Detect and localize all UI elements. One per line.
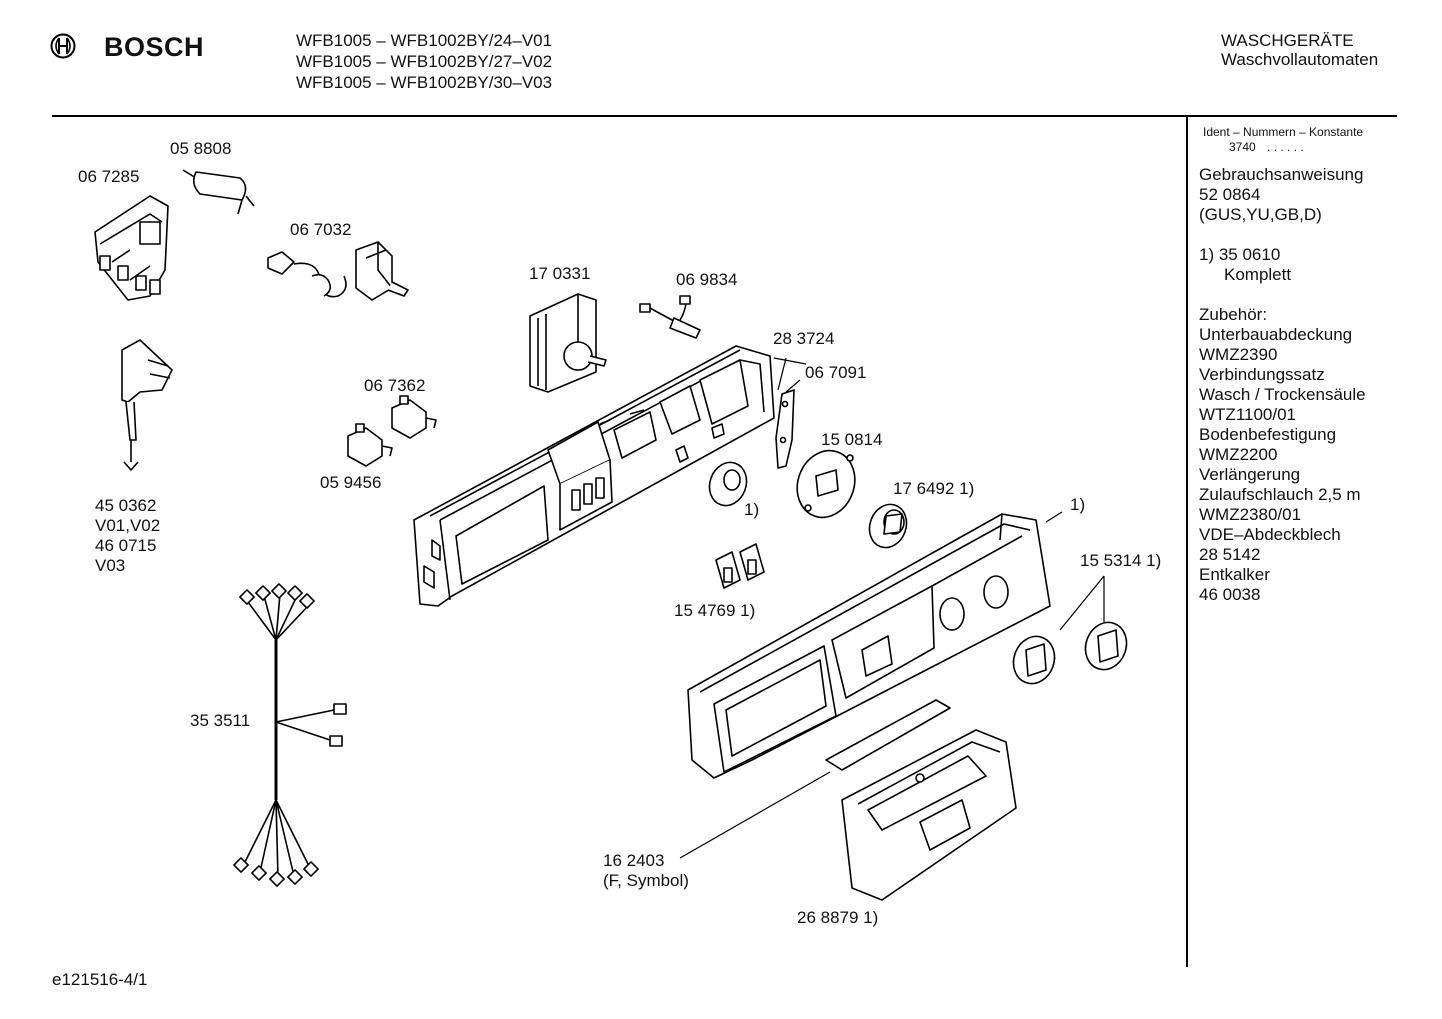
ident-dots: . . . . . . [1267,140,1304,154]
part-170331-program-timer [529,293,607,393]
accessory-item: WMZ2200 [1199,445,1278,464]
label-283724: 28 3724 [773,329,835,348]
part-small-knob [708,461,748,507]
label-268879: 26 8879 1) [797,908,879,927]
label-067032: 06 7032 [290,220,352,239]
part-067285-switch-block [94,195,169,301]
manual-number: 52 0864 [1199,185,1261,204]
label-162403: 16 2403 (F, Symbol) [603,851,689,891]
sidebar-info: Gebrauchsanweisung 52 0864 (GUS,YU,GB,D)… [1199,165,1366,605]
label-450362: 45 0362 V01,V02 46 0715 V03 [95,496,160,576]
label-067285: 06 7285 [78,167,140,186]
part-059456-switch [347,423,393,467]
label-154769: 15 4769 1) [674,601,756,620]
label-069834: 06 9834 [676,270,738,289]
accessory-item: VDE–Abdeckblech [1199,525,1341,544]
part-front-fascia [687,513,1051,779]
part-058808-capacitor [182,169,255,215]
part-number: 46 0715 [95,536,157,555]
manual-langs: (GUS,YU,GB,D) [1199,205,1322,224]
part-067362-switch [391,395,437,439]
label-067362: 06 7362 [364,376,426,395]
ident-block: Ident – Nummern – Konstante 3740 . . . .… [1203,125,1363,155]
model-line: WFB1005 – WFB1002BY/24–V01 [296,31,553,50]
category-subtitle: Waschvollautomaten [1221,50,1379,69]
header-divider [52,115,1397,117]
manual-label: Gebrauchsanweisung [1199,165,1364,184]
accessory-item: Verlängerung [1199,465,1301,484]
part-155314-knobs [1012,621,1128,685]
label-176492: 17 6492 1) [893,479,975,498]
drawing-code: e121516-4/1 [52,970,148,989]
label-059456: 05 9456 [320,473,382,492]
label-note-knob: 1) [744,500,760,519]
label-353511: 35 3511 [190,711,251,730]
part-353511-wiring-harness [233,583,347,887]
accessory-item: Unterbauabdeckung [1199,325,1353,344]
bosch-logo-icon [50,33,76,59]
accessory-item: WMZ2380/01 [1199,505,1302,524]
accessory-item: Bodenbefestigung [1199,425,1337,444]
part-067032-thermostat [267,241,409,301]
model-line: WFB1005 – WFB1002BY/27–V02 [296,52,553,71]
part-number: 16 2403 [603,851,665,870]
label-058808: 05 8808 [170,139,232,158]
model-list: WFB1005 – WFB1002BY/24–V01 WFB1005 – WFB… [296,30,552,93]
accessory-item: Zubehör: [1199,305,1268,324]
part-note: (F, Symbol) [603,871,689,890]
accessory-item: 28 5142 [1199,545,1261,564]
note-1-sub: Komplett [1224,265,1292,284]
accessory-item: 46 0038 [1199,585,1261,604]
model-line: WFB1005 – WFB1002BY/30–V03 [296,73,553,92]
brand-name: BOSCH [104,32,205,62]
sidebar-divider [1186,117,1188,967]
part-162403-symbol-strip [825,699,951,771]
part-control-panel-frame [413,345,775,607]
label-150814: 15 0814 [821,430,883,449]
part-450362-power-cable [121,339,173,471]
part-069834-lamp [639,295,701,339]
part-150814-disc [796,449,856,519]
part-variant: V03 [95,556,126,575]
label-note-fascia: 1) [1070,495,1086,514]
accessory-item: WMZ2390 [1199,345,1278,364]
accessory-item: Verbindungssatz [1199,365,1325,384]
ident-value-row: 3740 . . . . . . [1203,140,1363,155]
leader-lines [679,357,1105,859]
part-154769-buttons [715,543,765,589]
ident-value: 3740 [1229,140,1256,154]
part-variant: V01,V02 [95,516,161,535]
part-176492-knob [868,503,908,549]
accessory-item: Wasch / Trockensäule [1199,385,1366,404]
note-1: 1) 35 0610 [1199,245,1281,264]
accessory-item: WTZ1100/01 [1199,405,1297,424]
category-title: WASCHGERÄTE [1221,31,1354,50]
label-155314: 15 5314 1) [1080,551,1162,570]
label-170331: 17 0331 [529,264,591,283]
label-067091: 06 7091 [805,363,867,382]
part-number: 45 0362 [95,496,157,515]
accessory-item: Zulaufschlauch 2,5 m [1199,485,1361,504]
category: WASCHGERÄTE Waschvollautomaten [1221,31,1378,69]
accessory-item: Entkalker [1199,565,1270,584]
part-067091-bracket [775,389,795,469]
ident-label: Ident – Nummern – Konstante [1203,125,1364,139]
part-268879-drawer [841,729,1017,901]
